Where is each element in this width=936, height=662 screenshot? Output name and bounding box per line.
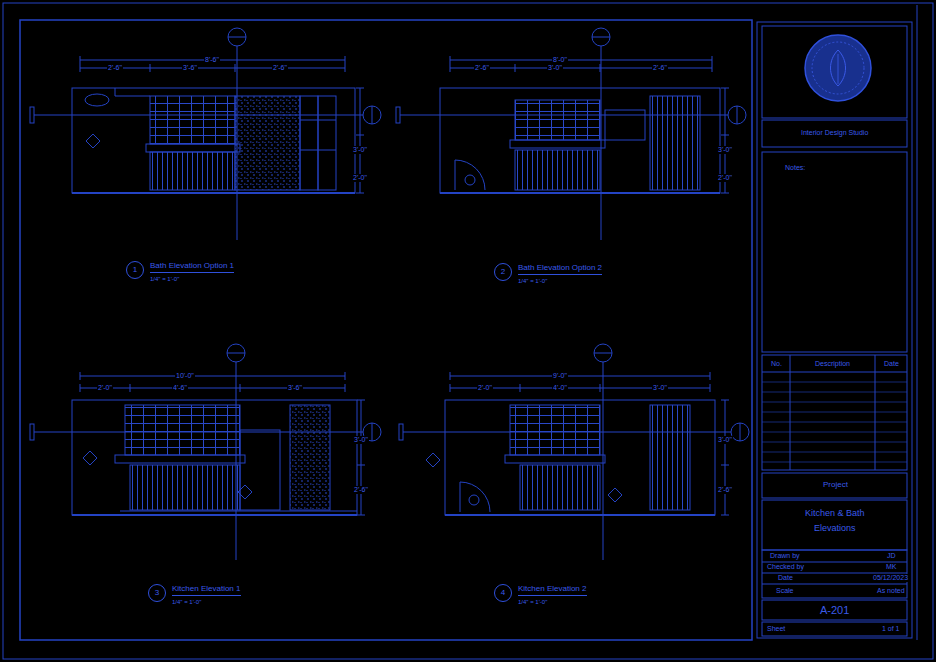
dimension-text: 2'-6" xyxy=(353,486,369,494)
title-block-text: MK xyxy=(885,563,898,571)
view-title: Kitchen Elevation 2 xyxy=(518,584,587,596)
title-block-text: Project xyxy=(822,480,849,490)
title-block-text: Date xyxy=(883,360,900,368)
elevation-sketch xyxy=(396,28,746,240)
view-number: 1 xyxy=(126,261,144,279)
title-block-text: 05/12/2023 xyxy=(872,574,909,582)
dimension-text: 3'-0" xyxy=(652,384,668,392)
view-marker: 2 Bath Elevation Option 2 1/4" = 1'-0" xyxy=(494,263,603,285)
dimension-text: 9'-0" xyxy=(552,372,568,380)
title-block-text: Notes: xyxy=(784,164,806,172)
logo-seal xyxy=(805,35,871,101)
dimension-text: 4'-0" xyxy=(552,384,568,392)
dimension-text: 3'-0" xyxy=(352,146,368,154)
title-block-text: Checked by xyxy=(766,563,805,571)
elevation-sketch xyxy=(399,344,749,560)
title-block-text: JD xyxy=(886,552,897,560)
view-scale: 1/4" = 1'-0" xyxy=(518,278,547,285)
title-block-text: Scale xyxy=(775,587,795,595)
title-block-text: A-201 xyxy=(819,604,850,617)
title-block-text: 1 of 1 xyxy=(881,625,901,633)
dimension-text: 2'-6" xyxy=(717,486,733,494)
title-block-text: Date xyxy=(777,574,794,582)
elevation-sketch xyxy=(30,28,381,240)
dimension-text: 10'-0" xyxy=(175,372,195,380)
title-block-text: Sheet xyxy=(766,625,786,633)
view-title: Kitchen Elevation 1 xyxy=(172,584,241,596)
dimension-text: 2'-6" xyxy=(652,64,668,72)
dimension-text: 2'-0" xyxy=(717,174,733,182)
dimension-text: 3'-0" xyxy=(717,146,733,154)
dimension-text: 2'-0" xyxy=(352,174,368,182)
dimension-text: 8'-6" xyxy=(204,56,220,64)
dimension-text: 3'-6" xyxy=(287,384,303,392)
view-scale: 1/4" = 1'-0" xyxy=(518,599,547,606)
dimension-text: 4'-6" xyxy=(172,384,188,392)
view-title: Bath Elevation Option 1 xyxy=(150,261,234,273)
elevation-sketch xyxy=(30,344,381,560)
dimension-text: 8'-0" xyxy=(552,56,568,64)
view-number: 2 xyxy=(494,263,512,281)
title-block-text: Kitchen & Bath xyxy=(804,508,866,519)
dimension-text: 2'-6" xyxy=(272,64,288,72)
view-scale: 1/4" = 1'-0" xyxy=(150,276,179,283)
title-block-text: Elevations xyxy=(813,523,857,534)
view-marker: 4 Kitchen Elevation 2 1/4" = 1'-0" xyxy=(494,584,587,606)
view-marker: 1 Bath Elevation Option 1 1/4" = 1'-0" xyxy=(126,261,235,283)
dimension-text: 2'-0" xyxy=(477,384,493,392)
title-block-text: Interior Design Studio xyxy=(800,129,869,137)
dimension-text: 2'-6" xyxy=(107,64,123,72)
title-block-text: No. xyxy=(770,360,783,368)
view-number: 4 xyxy=(494,584,512,602)
dimension-text: 2'-0" xyxy=(97,384,113,392)
dimension-text: 3'-0" xyxy=(717,436,733,444)
title-block-text: As noted xyxy=(876,587,906,595)
title-block-text: Drawn by xyxy=(769,552,801,560)
sheet-frame xyxy=(3,3,933,659)
view-scale: 1/4" = 1'-0" xyxy=(172,599,201,606)
title-block-text: Description xyxy=(814,360,851,368)
view-title: Bath Elevation Option 2 xyxy=(518,263,602,275)
dimension-text: 2'-6" xyxy=(474,64,490,72)
dimension-text: 3'-0" xyxy=(353,436,369,444)
view-number: 3 xyxy=(148,584,166,602)
dimension-text: 3'-6" xyxy=(182,64,198,72)
view-marker: 3 Kitchen Elevation 1 1/4" = 1'-0" xyxy=(148,584,241,606)
dimension-text: 3'-0" xyxy=(547,64,563,72)
